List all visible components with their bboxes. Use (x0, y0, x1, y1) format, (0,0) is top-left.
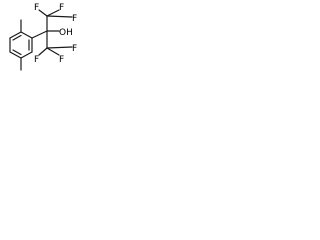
fluorine-atom-bottom-left: F (34, 55, 39, 65)
structure-canvas: F F F OH F F F (0, 0, 94, 103)
hydroxyl-label: OH (59, 28, 73, 38)
ring-double-bond (12, 49, 22, 56)
ring-double-bond (12, 34, 22, 41)
ring-bond (9, 51, 22, 59)
cf3-bottom-f-bottom-left-bond (38, 47, 48, 56)
fluorine-atom-right-upper: F (72, 14, 77, 24)
fluorine-atom-bottom-right: F (59, 55, 64, 65)
ring-to-central-bond (31, 30, 48, 39)
cf3-top-f-right-bond (46, 9, 60, 17)
ring-bond (20, 51, 33, 59)
ring-bond (20, 31, 33, 39)
fluorine-atom-top-right: F (59, 3, 64, 13)
cf3-bottom-f-bottom-right-bond (46, 47, 60, 56)
cf3-top-f-left-bond (38, 9, 48, 17)
molecule-diagram: F F F OH F F F (9, 3, 77, 71)
fluorine-atom-top-left: F (34, 3, 39, 13)
benzene-ring (9, 31, 33, 59)
cf3-bottom-f-right-bond (46, 46, 73, 49)
fluorine-atom-right-lower: F (72, 44, 77, 54)
cf3-top-f-right2-bond (46, 15, 73, 18)
ring-bond (9, 31, 22, 39)
